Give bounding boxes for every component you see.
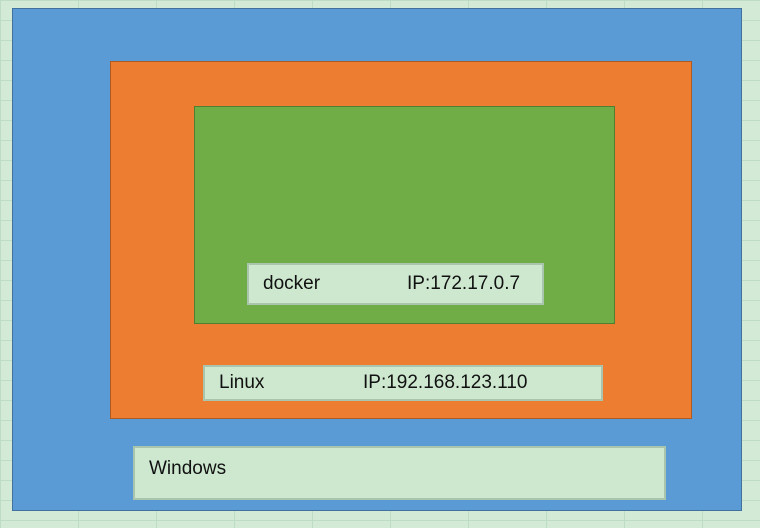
docker-ip: IP:172.17.0.7: [407, 273, 521, 294]
linux-label-box: Linux IP:192.168.123.110: [203, 365, 603, 401]
windows-name: Windows: [149, 458, 227, 479]
docker-name: docker: [263, 273, 321, 294]
linux-ip: IP:192.168.123.110: [363, 372, 528, 393]
windows-label-box: Windows: [133, 446, 666, 500]
linux-name: Linux: [219, 372, 265, 393]
docker-label-box: docker IP:172.17.0.7: [247, 263, 544, 305]
